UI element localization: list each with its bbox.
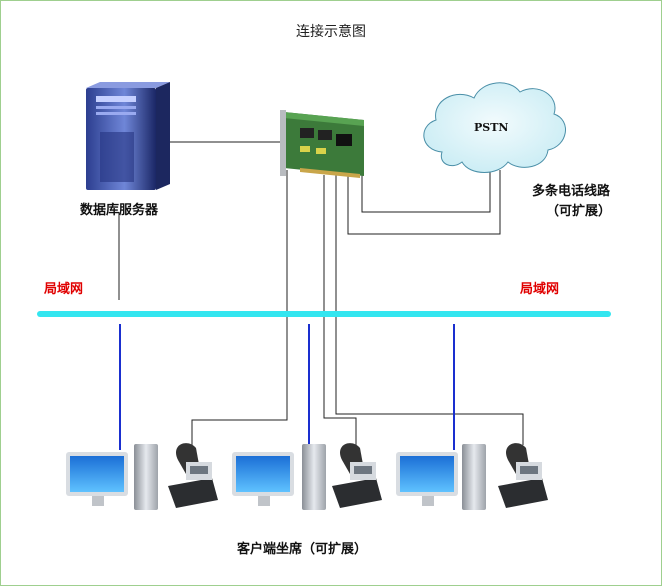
computer-icon [396,444,486,510]
diagram-title: 连接示意图 [296,24,366,40]
phone-lines-note: （可扩展） [546,204,612,219]
wire-phone-3 [335,175,524,445]
server-label: 数据库服务器 [80,203,159,218]
client-seats-label: 客户端坐席（可扩展） [237,542,368,557]
wire-phone-2 [323,175,357,445]
pstn-cloud-icon [423,82,566,173]
desk-phone-icon [168,443,218,508]
telephony-card-icon [280,110,364,178]
lan-label-right: 局域网 [520,282,560,297]
computer-icon [232,444,326,510]
phone-lines-label: 多条电话线路 [532,184,611,199]
wire-phone-1 [191,170,288,450]
pstn-label: PSTN [474,121,509,134]
pstn-line-1 [361,170,491,213]
lan-label-left: 局域网 [44,282,84,297]
pstn-line-2 [347,170,501,235]
server-icon [86,82,170,190]
desk-phone-icon [498,443,548,508]
desk-phone-icon [332,443,382,508]
computer-icon [66,444,158,510]
